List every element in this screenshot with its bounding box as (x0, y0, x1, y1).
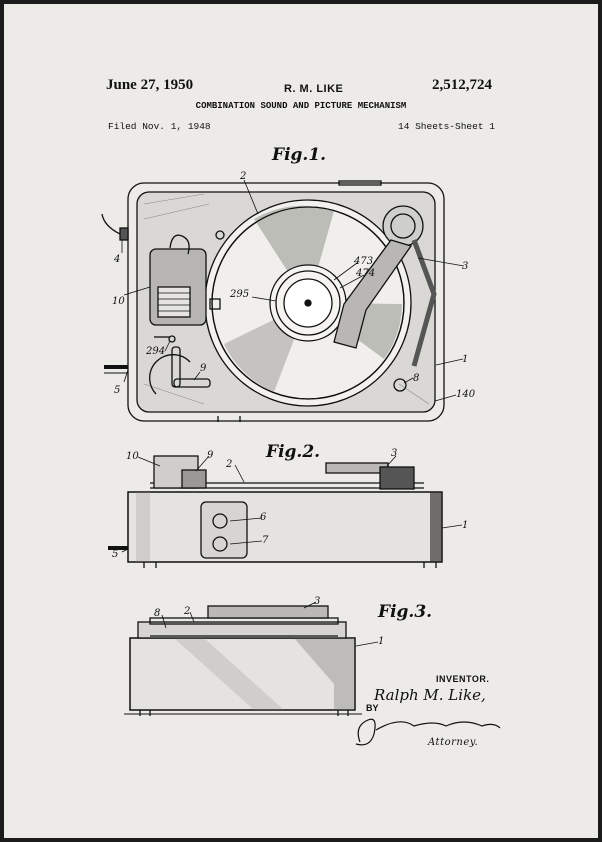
ref-2-fig2: 2 (225, 459, 232, 470)
patent-sheet: June 27, 1950 R. M. LIKE 2,512,724 COMBI… (4, 4, 598, 838)
ref-2-fig3: 2 (183, 606, 190, 617)
attorney-label: Attorney. (428, 737, 479, 748)
fig1-label-ring (269, 264, 347, 342)
ref-295: 295 (229, 289, 249, 300)
fig3-cabinet (129, 637, 356, 711)
ref-3-fig3: 3 (314, 596, 320, 607)
ref-7: 7 (262, 535, 269, 546)
ref-8-fig1: 8 (413, 373, 419, 384)
ref-10-fig2: 10 (126, 451, 139, 462)
ref-1-fig1: 1 (462, 354, 468, 365)
ref-5-fig1: 5 (114, 385, 120, 396)
fig1-tone-arm (333, 239, 413, 349)
patent-number: 2,512,724 (432, 77, 492, 93)
ref-9-fig1: 9 (200, 363, 207, 374)
fig2-arm-base (325, 462, 389, 474)
fig3-arm (207, 605, 329, 619)
fig1-label: Fig.1. (272, 145, 327, 165)
fig1-record (211, 206, 405, 400)
patent-title: COMBINATION SOUND AND PICTURE MECHANISM (195, 101, 407, 111)
fig1-arm-pivot (382, 205, 424, 247)
fig2-module (153, 455, 199, 489)
fig1-deck (136, 191, 436, 413)
fig2-label: Fig.2. (266, 442, 321, 462)
ref-10-fig1: 10 (112, 296, 125, 307)
ref-4: 4 (113, 254, 120, 265)
fig3-deck (137, 621, 347, 639)
fig2-knob-6 (212, 513, 228, 529)
filed-date: Filed Nov. 1, 1948 (108, 121, 211, 132)
ref-140: 140 (456, 389, 476, 400)
fig1-hatch (143, 193, 430, 405)
fig1-knob (393, 378, 407, 392)
ref-1-fig2: 1 (462, 520, 468, 531)
ref-294: 294 (145, 346, 165, 357)
fig1-drawing: 2 3 1 140 8 10 4 294 9 5 295 473 474 (101, 171, 501, 746)
fig2-knob-7 (212, 536, 228, 552)
ref-1-fig3: 1 (378, 636, 384, 647)
fig2-cabinet (127, 491, 443, 563)
fig2-drawing (108, 455, 463, 568)
ref-8-fig3: 8 (154, 608, 160, 619)
inventor-label: INVENTOR. (436, 674, 490, 684)
ref-3-fig1: 3 (462, 261, 468, 272)
ref-3-fig2: 3 (391, 448, 397, 459)
by-label: BY (366, 703, 379, 713)
sheet-count: 14 Sheets-Sheet 1 (398, 121, 495, 132)
patent-date: June 27, 1950 (106, 77, 194, 93)
ref-2-fig1: 2 (239, 171, 246, 182)
fig1-platter-rim (204, 199, 412, 407)
inventor-header: R. M. LIKE (284, 83, 344, 95)
ref-6: 6 (260, 512, 267, 523)
fig1-speaker-module (149, 248, 207, 326)
ref-9-fig2: 9 (207, 450, 214, 461)
ref-474: 474 (355, 268, 375, 279)
fig2-control-panel (200, 501, 248, 559)
fig3-drawing (124, 601, 379, 716)
fig3-label: Fig.3. (378, 602, 433, 622)
inventor-name: Ralph M. Like, (374, 686, 486, 704)
ref-473: 473 (353, 256, 373, 267)
ref-5-fig2: 5 (112, 549, 118, 560)
fig1-cabinet (127, 182, 445, 422)
